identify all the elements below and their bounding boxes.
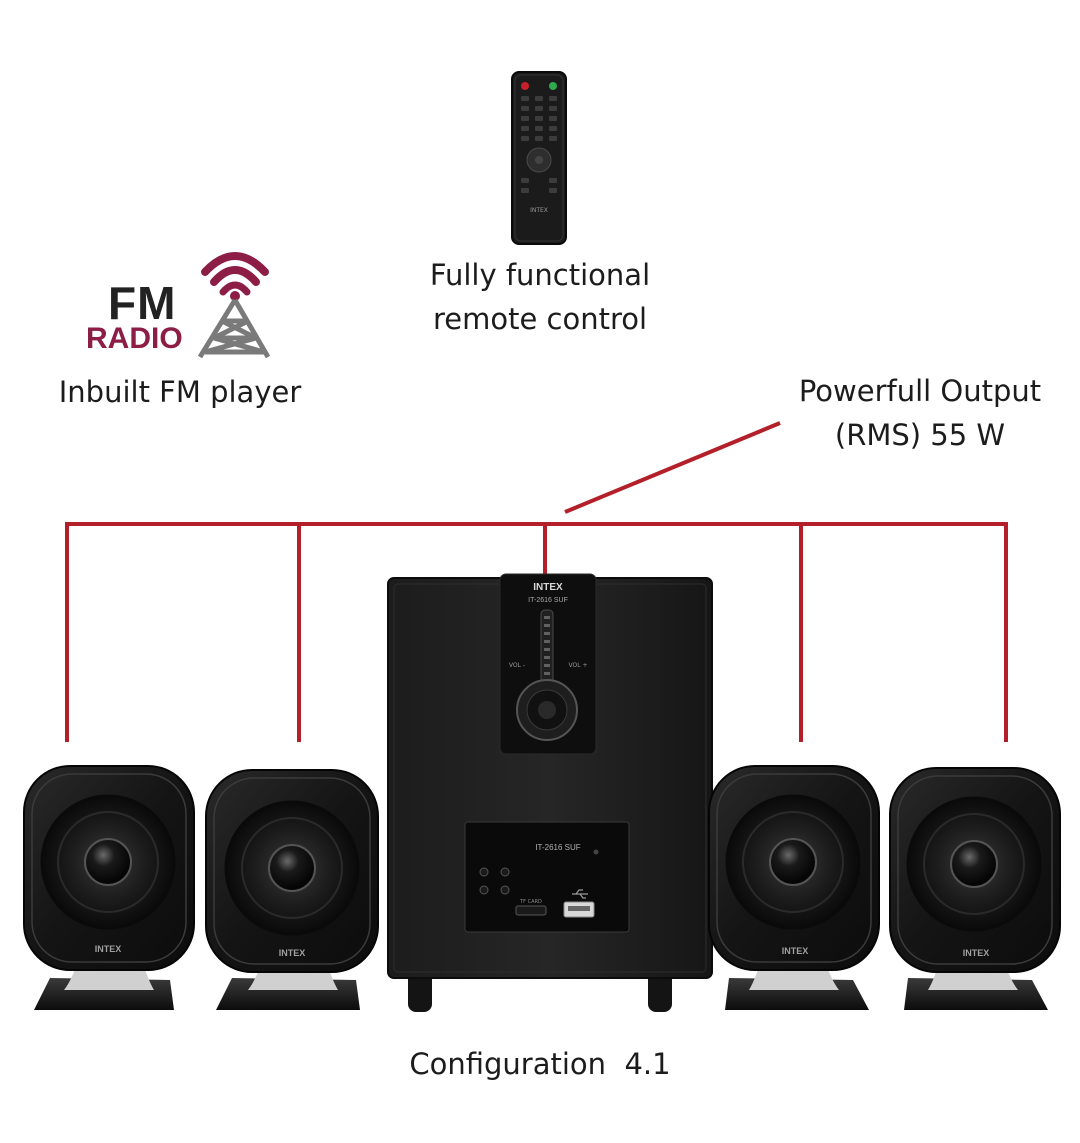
- remote-control: INTEX: [511, 71, 567, 245]
- usb-icon: [572, 889, 588, 899]
- tf-card-label: TF CARD: [519, 899, 542, 905]
- remote-caption-line1: Fully functional: [429, 258, 651, 292]
- mute-button: [549, 82, 557, 90]
- configuration-caption: Configuration 4.1: [409, 1047, 671, 1081]
- power-button: [521, 82, 529, 90]
- power-caption-line1: Powerfull Output: [798, 374, 1042, 408]
- remote-brand-label: INTEX: [530, 207, 548, 214]
- connector-lines: [65, 421, 1008, 742]
- satellite-speaker-4: INTEX: [889, 767, 1061, 1010]
- subwoofer-brand-label: INTEX: [533, 582, 563, 593]
- subwoofer: INTEX IT-2616 SUF VOL - VOL + IT-2616 SU…: [387, 573, 713, 1012]
- power-output-caption: Powerfull Output (RMS) 55 W: [770, 369, 1070, 457]
- svg-text:INTEX: INTEX: [782, 946, 809, 956]
- panel-model-label: IT-2616 SUF: [535, 843, 580, 852]
- tf-card-slot: [515, 905, 547, 916]
- power-caption-line2: (RMS) 55 W: [834, 418, 1006, 452]
- vol-plus-label: VOL +: [569, 662, 588, 669]
- satellite-speaker-2: INTEX: [205, 769, 379, 1010]
- radio-tower-icon: [197, 252, 271, 359]
- satellite-speaker-3: INTEX: [708, 765, 880, 1010]
- remote-caption-line2: remote control: [432, 302, 648, 336]
- vol-minus-label: VOL -: [509, 662, 525, 669]
- subwoofer-model-label: IT-2616 SUF: [528, 597, 568, 604]
- svg-text:INTEX: INTEX: [95, 944, 122, 954]
- svg-text:INTEX: INTEX: [279, 948, 306, 958]
- remote-caption: Fully functional remote control: [380, 253, 700, 341]
- svg-text:INTEX: INTEX: [963, 948, 990, 958]
- fm-logo-text: FM: [108, 277, 177, 329]
- radio-logo-text: RADIO: [86, 322, 183, 355]
- satellite-speaker-1: INTEX: [23, 765, 195, 1010]
- input-panel: [464, 821, 630, 933]
- fm-player-caption: Inbuilt FM player: [58, 375, 302, 409]
